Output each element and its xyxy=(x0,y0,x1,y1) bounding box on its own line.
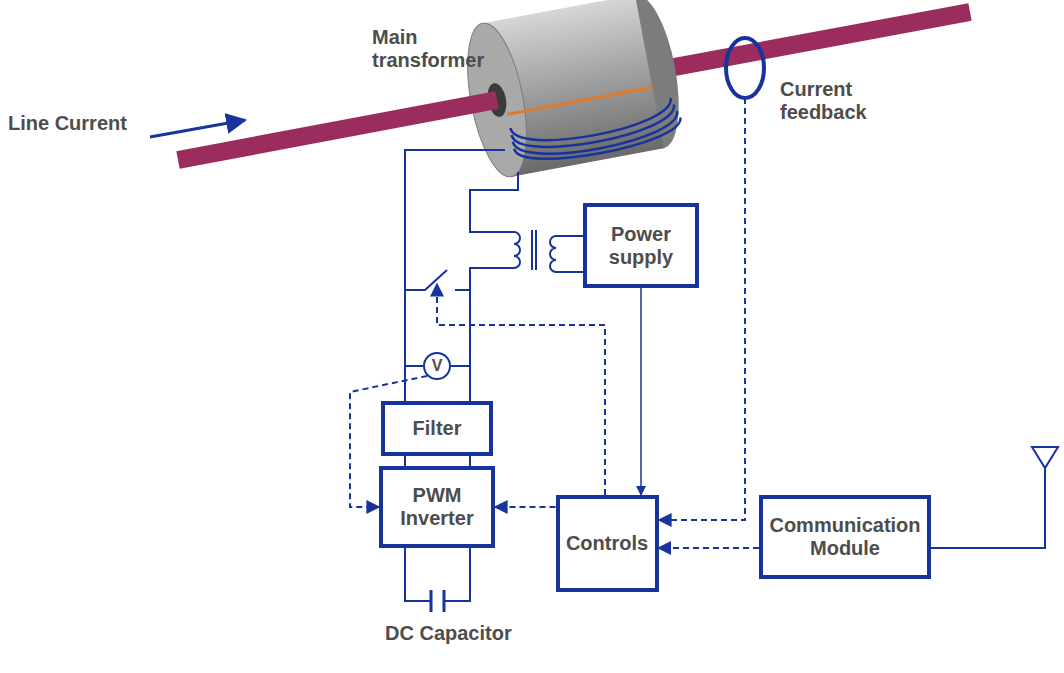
communication-box: Communication Module xyxy=(759,495,931,579)
wire-connector xyxy=(405,456,470,466)
signal-label: Line Current xyxy=(8,112,127,135)
core-edge xyxy=(508,87,652,114)
winding xyxy=(510,97,684,169)
part-label: Main transformer xyxy=(372,26,497,72)
part-label: Current feedback xyxy=(780,78,890,124)
node-text: V xyxy=(432,358,443,374)
coupling-core xyxy=(532,230,536,270)
wire xyxy=(925,468,1045,548)
wire xyxy=(405,150,505,401)
signal-connector xyxy=(495,506,556,508)
wire xyxy=(470,172,520,401)
controls-box: Controls xyxy=(556,495,659,592)
current-arrow xyxy=(150,120,245,137)
capacitor-symbol xyxy=(431,590,444,612)
wire-connector xyxy=(640,288,642,495)
feedback-signal xyxy=(659,98,745,520)
power-supply-box: Power supply xyxy=(583,203,699,288)
node-text: PWM Inverter xyxy=(387,484,487,530)
current-sensor-ring xyxy=(726,38,764,98)
secondary-coil xyxy=(550,236,585,272)
filter-box: Filter xyxy=(381,401,493,456)
switch-control xyxy=(437,284,605,495)
node-text: Controls xyxy=(566,532,648,555)
main-transformer-core xyxy=(457,0,689,181)
part-label: DC Capacitor xyxy=(385,622,512,645)
node-text: Power supply xyxy=(591,223,691,269)
voltmeter-circle: V xyxy=(423,352,451,380)
inverter-box: PWM Inverter xyxy=(379,466,495,548)
node-text: Communication Module xyxy=(767,514,923,560)
wire xyxy=(405,548,470,601)
antenna-symbol xyxy=(1032,447,1058,468)
signal-connector xyxy=(659,547,760,549)
node-text: Filter xyxy=(413,417,462,440)
